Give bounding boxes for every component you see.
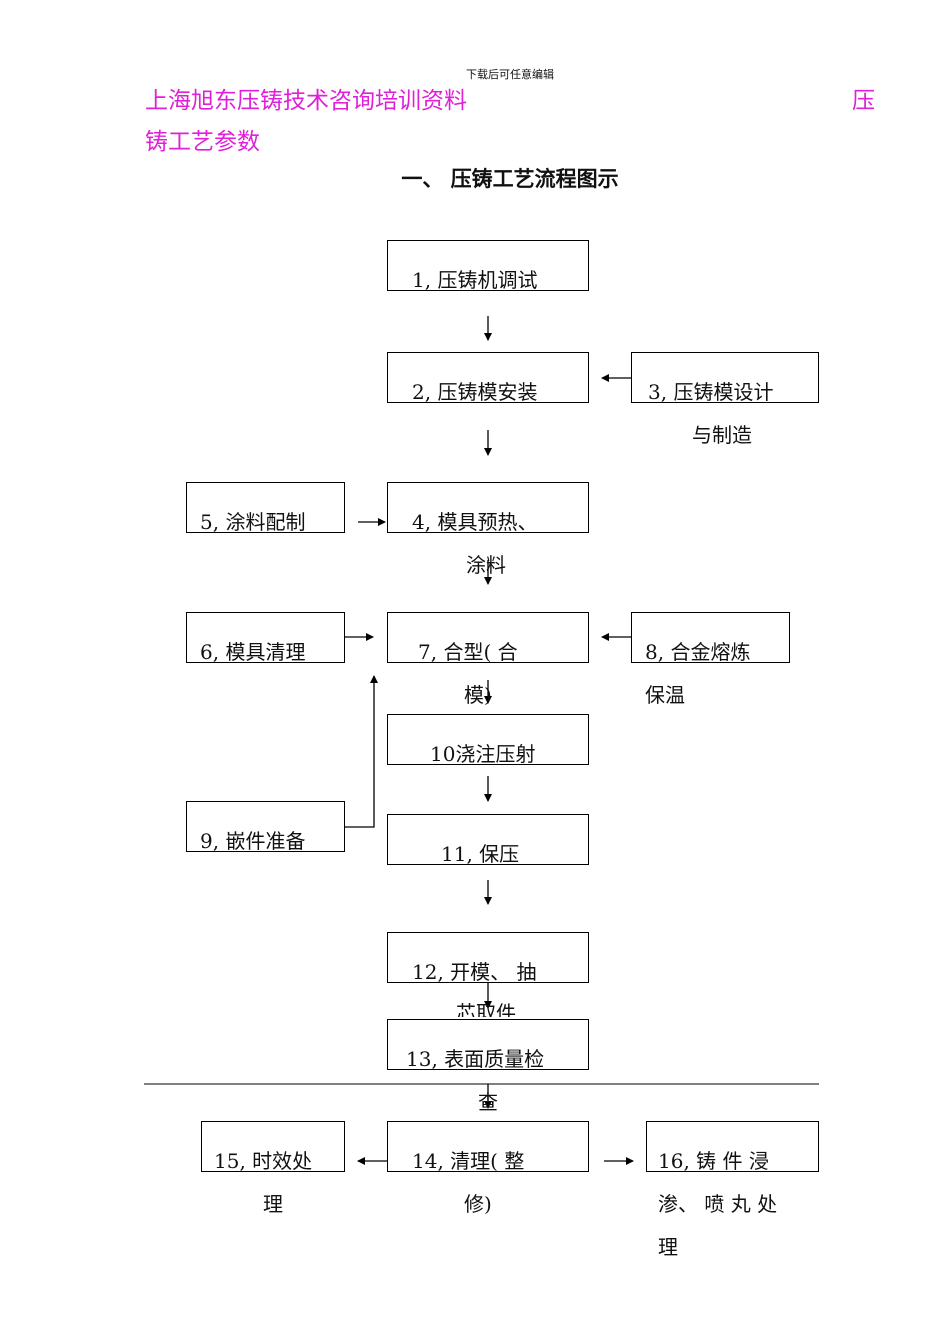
document-title: 铸工艺参数: [145, 129, 260, 155]
step-box-4: [387, 482, 589, 533]
step-box-8: [631, 612, 790, 663]
step-16-label-cont: 渗、 喷 丸 处: [658, 1192, 778, 1216]
step-15-label: 15, 时效处: [214, 1149, 313, 1173]
step-16-label-cont2: 理: [658, 1235, 678, 1259]
download-note: 下载后可任意编辑: [466, 68, 554, 81]
arrow-9-to-7: [345, 675, 378, 828]
step-2-label: 2, 压铸模安装: [412, 380, 538, 404]
step-11-label: 11, 保压: [441, 842, 520, 866]
step-box-10: [387, 714, 589, 765]
step-box-16: [646, 1121, 819, 1172]
step-14-label-cont: 修): [464, 1192, 492, 1216]
step-7-label-cont: 模): [464, 683, 492, 707]
step-15-label-cont: 理: [263, 1192, 283, 1216]
step-13-label: 13, 表面质量检: [406, 1047, 545, 1071]
company-heading: 上海旭东压铸技术咨询培训资料: [145, 88, 467, 114]
step-box-3: [631, 352, 819, 403]
step-3-label-cont: 与制造: [692, 423, 752, 447]
step-14-label: 14, 清理( 整: [412, 1149, 525, 1173]
step-box-9: [186, 801, 345, 852]
step-box-6: [186, 612, 345, 663]
step-9-label: 9, 嵌件准备: [200, 829, 306, 853]
step-12-label-cont: 芯取件: [456, 1001, 516, 1017]
step-box-1: [387, 240, 589, 291]
step-box-13: [387, 1019, 589, 1070]
step-16-label: 16, 铸 件 浸: [658, 1149, 769, 1173]
step-8-label-cont: 保温: [645, 683, 685, 707]
step-10-label: 10浇注压射: [430, 742, 536, 766]
step-box-11: [387, 814, 589, 865]
step-5-label: 5, 涂料配制: [200, 510, 306, 534]
step-7-label: 7, 合型( 合: [418, 640, 518, 664]
step-4-label-cont: 涂料: [466, 553, 506, 577]
step-box-7: [387, 612, 589, 663]
step-box-2: [387, 352, 589, 403]
step-box-5: [186, 482, 345, 533]
step-12-label: 12, 开模、 抽: [412, 960, 537, 984]
step-6-label: 6, 模具清理: [200, 640, 306, 664]
step-4-label: 4, 模具预热、: [412, 510, 538, 534]
step-box-12: [387, 932, 589, 983]
step-box-15: [201, 1121, 345, 1172]
section-title: 一、 压铸工艺流程图示: [401, 166, 619, 191]
step-1-label: 1, 压铸机调试: [412, 268, 538, 292]
step-box-14: [387, 1121, 589, 1172]
step-3-label: 3, 压铸模设计: [648, 380, 774, 404]
heading-wrap-char: 压: [852, 88, 875, 114]
step-13-label-cont: 查: [478, 1090, 498, 1114]
step-8-label: 8, 合金熔炼: [645, 640, 751, 664]
